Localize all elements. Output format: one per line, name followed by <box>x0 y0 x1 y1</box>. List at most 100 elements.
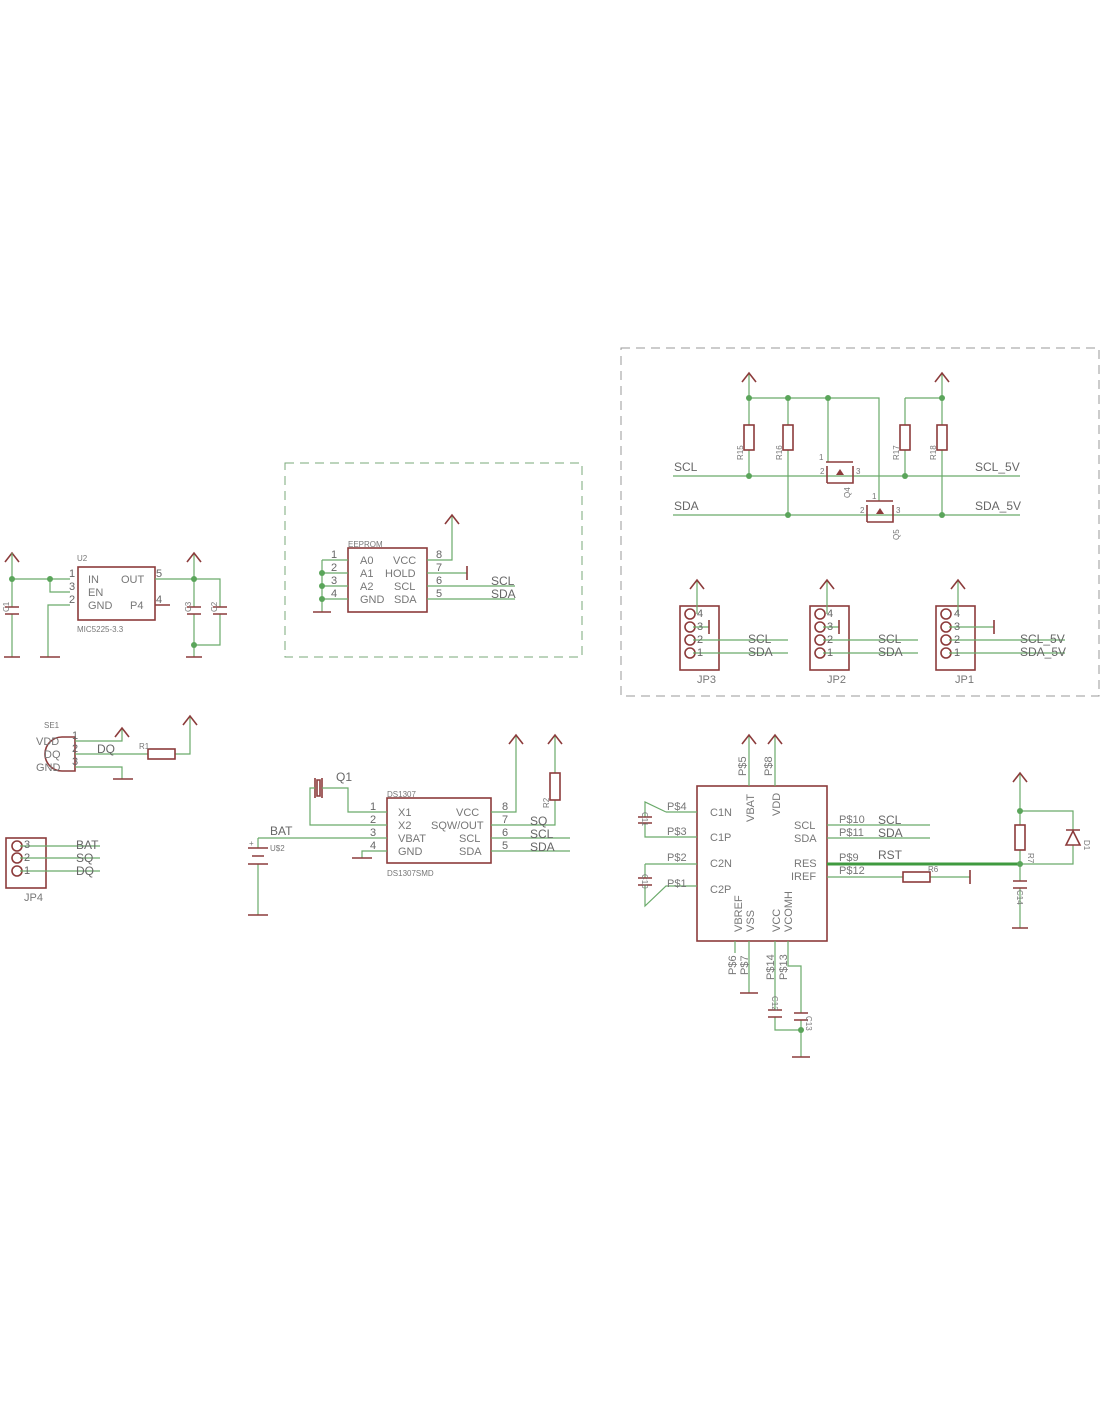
label-eeprom-nets-1: SDA <box>491 587 516 601</box>
jp2-header[interactable]: 4 3 2 1 SCL SDA JP2 <box>809 579 918 686</box>
label-regulator-pin-numbers-0: 1 <box>69 568 75 580</box>
schematic-symbol <box>876 508 884 514</box>
eeprom-chip[interactable] <box>347 547 428 613</box>
label-level-shifter-fet-pins-2: 3 <box>856 467 861 476</box>
label-eeprom-right-numbers-0: 8 <box>436 549 442 561</box>
label-oled-bottom-pads-0: P$6 <box>727 955 739 975</box>
label-jp4-nets-1: SQ <box>76 851 93 865</box>
junction-dot <box>746 395 752 401</box>
resistor-r16 <box>782 424 794 451</box>
label-rtc-left-numbers-1: 2 <box>370 814 376 826</box>
label-regulator-caps-2: C2 <box>210 601 219 612</box>
label-oled-top-pads-0: P$5 <box>737 756 749 776</box>
schematic-symbol <box>809 605 850 671</box>
level-shifter-section: R15 R16 R17 R18 1 2 3 Q4 1 2 3 Q5 SCL SD… <box>620 347 1100 697</box>
label-oled-right-pins-3: IREF <box>791 871 816 883</box>
mosfet-q4: 1 2 3 Q4 <box>819 453 861 498</box>
jp3-header[interactable]: 4 3 2 1 SCL SDA JP3 <box>679 579 788 686</box>
junction-dot <box>1017 808 1023 814</box>
schematic-symbol <box>866 500 894 523</box>
label-headers-0-pin-numbers-3: 1 <box>697 647 703 659</box>
label-regulator-caps-1: C3 <box>184 601 193 612</box>
label-headers-2-name: JP1 <box>955 674 974 686</box>
label-oled-top-pins-1: VDD <box>771 793 783 816</box>
label-rtc-right-numbers-0: 8 <box>502 801 508 813</box>
junction-dot <box>785 512 791 518</box>
label-level-shifter-nets-left-0: SCL <box>674 460 698 474</box>
ds1307-chip[interactable] <box>386 797 492 864</box>
junction-dot <box>798 1027 804 1033</box>
header-pin <box>814 608 826 620</box>
label-oled-caps-0: C11 <box>640 812 649 827</box>
label-oled-left-pins-2: C2N <box>710 858 732 870</box>
wire <box>11 553 70 657</box>
label-eeprom-left-pins-3: GND <box>360 594 385 606</box>
resistor-r6 <box>902 871 931 883</box>
wire <box>427 515 515 600</box>
label-rtc-value: DS1307SMD <box>387 869 434 878</box>
label-level-shifter-resistors-0: R15 <box>736 445 745 460</box>
label-rtc-nets-2: SDA <box>530 840 555 854</box>
u2-label: U2 <box>77 554 88 563</box>
junction-dot <box>191 576 197 582</box>
label-rtc-bat-net: BAT <box>270 824 293 838</box>
label-rtc-resistor: R2 <box>542 797 551 808</box>
label-level-shifter-resistors-3: R18 <box>929 445 938 460</box>
junction-dot <box>319 583 325 589</box>
label-rtc-battery: U$2 <box>270 844 285 853</box>
resistor-r18 <box>936 424 948 451</box>
junction-dot <box>825 395 831 401</box>
jp1-header[interactable]: 4 3 2 1 SCL_5V SDA_5V JP1 <box>935 579 1066 686</box>
label-oled-bottom-pins-3: VCOMH <box>783 891 795 932</box>
c1-label: C1 <box>2 601 11 612</box>
label-oled-left-pads-0: P$4 <box>667 801 687 813</box>
junction-dot <box>9 576 15 582</box>
label-rtc-left-pins-1: X2 <box>398 820 411 832</box>
label-regulator-pins-2: GND <box>88 600 113 612</box>
u2-chip[interactable] <box>77 566 156 621</box>
eeprom-frame <box>284 462 583 658</box>
label-eeprom-left-pins-1: A1 <box>360 568 373 580</box>
label-rtc-crystal: Q1 <box>336 770 352 784</box>
label-headers-2-nets-1: SDA_5V <box>1020 645 1066 659</box>
junction-dot <box>939 395 945 401</box>
label-oled-bottom-pins-0: VBREF <box>733 895 745 932</box>
label-oled-right-pads-1: P$11 <box>839 827 864 839</box>
label-level-shifter-nets-left-1: SDA <box>674 499 699 513</box>
junction-dot <box>939 512 945 518</box>
resistor-r2 <box>549 772 561 801</box>
label-level-shifter-nets-right-0: SCL_5V <box>975 460 1020 474</box>
label-headers-2-pin-numbers-3: 1 <box>954 647 960 659</box>
junction-dot <box>1017 861 1023 867</box>
sensor-se1[interactable] <box>44 736 76 772</box>
label-headers-1-nets-1: SDA <box>878 645 903 659</box>
wire <box>644 735 1074 1057</box>
junction-dot <box>47 576 53 582</box>
label-oled-bottom-pads-3: P$13 <box>778 954 790 980</box>
label-headers-2-nets-0: SCL_5V <box>1020 632 1065 646</box>
label-oled-bottom-pins-2: VCC <box>771 909 783 932</box>
label-oled-left-pins-1: C1P <box>710 832 731 844</box>
jp4-header[interactable]: 3 2 1 BAT SQ DQ JP4 <box>5 837 100 904</box>
label-rtc-right-numbers-2: 6 <box>502 827 508 839</box>
label-jp4-pin-numbers-0: 3 <box>24 839 30 851</box>
label-oled-caps-2: C12 <box>770 996 779 1011</box>
oled-section: C1N C1P C2N C2P P$4 P$3 P$2 P$1 VBAT VDD… <box>638 734 1091 1058</box>
label-eeprom-nets-0: SCL <box>491 574 515 588</box>
junction-dot <box>191 642 197 648</box>
label-eeprom-left-numbers-2: 3 <box>331 575 337 587</box>
label-rtc-left-pins-2: VBAT <box>398 833 426 845</box>
wire <box>693 580 788 654</box>
schematic-symbol <box>638 816 1028 1058</box>
schematic-symbol <box>826 461 854 484</box>
label-level-shifter-fet-pins-0: 1 <box>872 492 877 501</box>
resistor-r15 <box>743 424 755 451</box>
label-sensor-net: DQ <box>97 742 115 756</box>
label-regulator-pin-numbers-2: 2 <box>69 594 75 606</box>
label-eeprom-right-numbers-3: 5 <box>436 588 442 600</box>
wire <box>949 580 1065 654</box>
resistor-r1 <box>147 748 176 760</box>
schematic-symbol <box>155 604 227 658</box>
label-headers-1-nets-0: SCL <box>878 632 902 646</box>
label-headers-2-pin-numbers-1: 3 <box>954 621 960 633</box>
